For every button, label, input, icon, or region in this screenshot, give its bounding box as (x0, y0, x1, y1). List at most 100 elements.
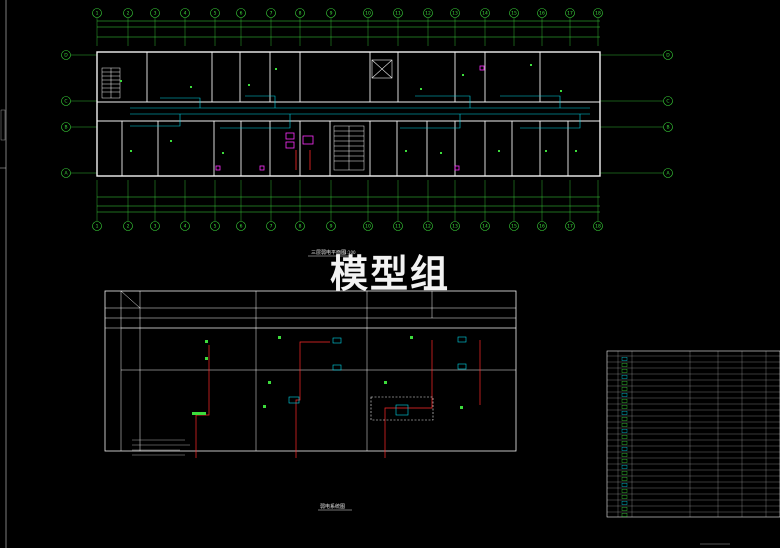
axis-label-9: 9 (330, 224, 333, 230)
axis-bubble-16-bottom (537, 221, 547, 231)
axis-bubble-17-bottom (565, 221, 575, 231)
axis-label-C: C (64, 99, 67, 105)
axis-bubble-C (663, 96, 673, 106)
axis-label-12: 12 (425, 224, 431, 230)
axis-bubble-12-bottom (423, 221, 433, 231)
axis-bubble-18-top (593, 8, 603, 18)
axis-bubble-11-bottom (393, 221, 403, 231)
axis-label-2: 2 (127, 224, 130, 230)
axis-label-1: 1 (96, 224, 99, 230)
axis-label-10: 10 (365, 11, 371, 17)
stair-center (333, 125, 365, 171)
axis-label-10: 10 (365, 224, 371, 230)
axis-label-18: 18 (595, 224, 601, 230)
elevator-box (371, 59, 393, 79)
axis-label-17: 17 (567, 224, 573, 230)
axis-label-7: 7 (270, 224, 273, 230)
top-dimension-lines (97, 20, 600, 38)
axis-bubble-2-top (123, 8, 133, 18)
axis-bubble-8-bottom (295, 221, 305, 231)
axis-label-B: B (666, 125, 669, 131)
left-margin-strip (0, 0, 7, 548)
axis-label-11: 11 (395, 224, 401, 230)
axis-bubble-2-bottom (123, 221, 133, 231)
axis-label-B: B (64, 125, 67, 131)
axis-bubble-15-top (509, 8, 519, 18)
axis-bubble-9-top (326, 8, 336, 18)
axis-label-2: 2 (127, 11, 130, 17)
axis-label-4: 4 (184, 11, 187, 17)
axis-label-8: 8 (299, 11, 302, 17)
axis-bubble-3-top (150, 8, 160, 18)
axis-label-D: D (666, 53, 670, 59)
axis-bubble-15-bottom (509, 221, 519, 231)
axis-bubble-5-top (210, 8, 220, 18)
plan-cabling (130, 95, 581, 129)
stair-left (101, 67, 121, 99)
axis-label-3: 3 (154, 11, 157, 17)
plan-scale: 1:100 (344, 250, 356, 255)
axis-bubble-C (61, 96, 71, 106)
axis-label-4: 4 (184, 224, 187, 230)
floor-plan: 三层弱电平面图 1:100 (96, 51, 601, 257)
axis-bubble-D (61, 50, 71, 60)
axis-label-8: 8 (299, 224, 302, 230)
axis-bubble-6-top (236, 8, 246, 18)
axis-label-14: 14 (482, 11, 488, 17)
axis-bubble-D (663, 50, 673, 60)
legend-table (606, 350, 780, 518)
axis-bubble-13-top (450, 8, 460, 18)
axis-label-C: C (666, 99, 669, 105)
axis-label-13: 13 (452, 224, 458, 230)
axis-label-18: 18 (595, 11, 601, 17)
axis-label-14: 14 (482, 224, 488, 230)
axis-label-7: 7 (270, 11, 273, 17)
axis-label-12: 12 (425, 11, 431, 17)
axis-bubble-1-bottom (92, 221, 102, 231)
axis-bubble-1-top (92, 8, 102, 18)
axis-label-6: 6 (240, 11, 243, 17)
riser-caption: 弱电系统图 (320, 503, 345, 510)
axis-bubble-8-top (295, 8, 305, 18)
axis-label-5: 5 (214, 224, 217, 230)
axis-label-15: 15 (511, 11, 517, 17)
axis-bubble-A (663, 168, 673, 178)
axis-label-5: 5 (214, 11, 217, 17)
axis-bubble-11-top (393, 8, 403, 18)
axis-bubble-10-bottom (363, 221, 373, 231)
axis-label-9: 9 (330, 11, 333, 17)
axis-bubble-18-bottom (593, 221, 603, 231)
axis-bubble-4-bottom (180, 221, 190, 231)
axis-label-16: 16 (539, 11, 545, 17)
axis-label-11: 11 (395, 11, 401, 17)
axis-bubble-6-bottom (236, 221, 246, 231)
axis-label-A: A (64, 171, 68, 177)
riser-diagram: 弱电系统图 (104, 290, 517, 511)
axis-bubble-7-top (266, 8, 276, 18)
axis-label-A: A (666, 171, 670, 177)
axis-bubble-12-top (423, 8, 433, 18)
axis-bubble-17-top (565, 8, 575, 18)
axis-bubble-B (61, 122, 71, 132)
axis-bubble-16-top (537, 8, 547, 18)
bottom-dimension-lines (97, 196, 600, 213)
watermark-text: 模型组 (330, 252, 450, 296)
axis-bubble-5-bottom (210, 221, 220, 231)
axis-label-1: 1 (96, 11, 99, 17)
axis-label-D: D (64, 53, 68, 59)
plan-caption: 三层弱电平面图 (311, 249, 346, 256)
axis-bubble-13-bottom (450, 221, 460, 231)
axis-label-6: 6 (240, 224, 243, 230)
axis-bubble-10-top (363, 8, 373, 18)
axis-label-15: 15 (511, 224, 517, 230)
axis-bubble-4-top (180, 8, 190, 18)
axis-bubble-14-top (480, 8, 490, 18)
plan-equipment (215, 65, 485, 171)
axis-label-13: 13 (452, 11, 458, 17)
axis-bubble-A (61, 168, 71, 178)
axis-label-16: 16 (539, 224, 545, 230)
axis-label-3: 3 (154, 224, 157, 230)
axis-bubble-9-bottom (326, 221, 336, 231)
plan-outlets (120, 64, 577, 154)
